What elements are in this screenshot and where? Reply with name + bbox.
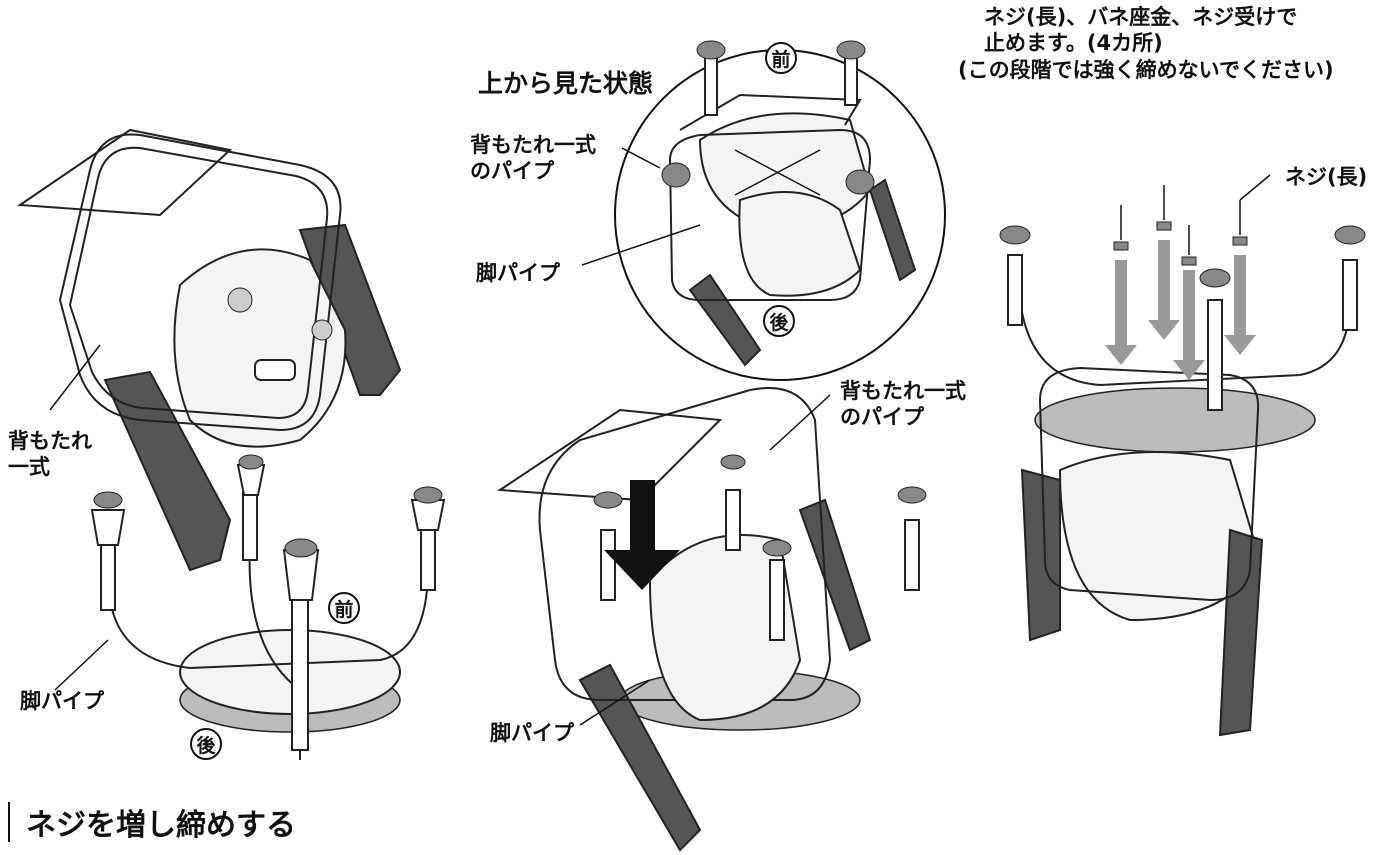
- section-header-title: ネジを増し締めする: [26, 808, 296, 843]
- right-assembly: [999, 185, 1366, 737]
- instruction-line2: 止めます。(4カ所): [984, 31, 1163, 56]
- label-backrest-pipe-top-line1: 背もたれ一式: [470, 133, 596, 157]
- label-backrest-pipe-top: 背もたれ一式 のパイプ: [470, 132, 596, 185]
- label-backrest-pipe-mid: 背もたれ一式 のパイプ: [840, 378, 966, 431]
- down-arrow-black: [604, 480, 680, 590]
- middle-assembly: [497, 387, 927, 852]
- left-backrest-set: [17, 128, 402, 572]
- label-rear-top: 後: [763, 305, 795, 337]
- label-backrest-pipe-mid-line2: のパイプ: [840, 405, 924, 430]
- label-leg-pipe-top: 脚パイプ: [476, 261, 560, 285]
- label-leg-pipe-left: 脚パイプ: [20, 689, 104, 713]
- section-header-bar: [8, 802, 10, 842]
- instruction-line1: ネジ(長)、バネ座金、ネジ受けで: [984, 5, 1298, 29]
- section-header: ネジを増し締めする: [8, 800, 296, 844]
- instruction-text: ネジ(長)、バネ座金、ネジ受けで 止めます。(4カ所) (この段階では強く締めな…: [958, 4, 1334, 83]
- label-backrest-pipe-mid-line1: 背もたれ一式: [840, 379, 966, 403]
- label-screw-long: ネジ(長): [1285, 165, 1368, 189]
- label-leg-pipe-mid: 脚パイプ: [490, 721, 574, 745]
- instruction-line3: (この段階では強く締めないでください): [958, 57, 1334, 82]
- label-view-from-top: 上から見た状態: [478, 69, 654, 98]
- left-leg-pipe: [90, 454, 446, 760]
- top-view-circle: [614, 40, 946, 381]
- label-backrest-set: 背もたれ 一式: [8, 428, 92, 481]
- gray-arrows: [1105, 240, 1256, 380]
- label-front-left: 前: [328, 592, 360, 624]
- label-rear-left: 後: [190, 728, 222, 760]
- label-backrest-set-line2: 一式: [8, 455, 50, 480]
- label-backrest-set-line1: 背もたれ: [8, 429, 92, 453]
- label-backrest-pipe-top-line2: のパイプ: [470, 159, 554, 184]
- label-front-top: 前: [765, 42, 797, 74]
- leader-lines: [49, 147, 1271, 726]
- screw-icons: [1113, 185, 1248, 266]
